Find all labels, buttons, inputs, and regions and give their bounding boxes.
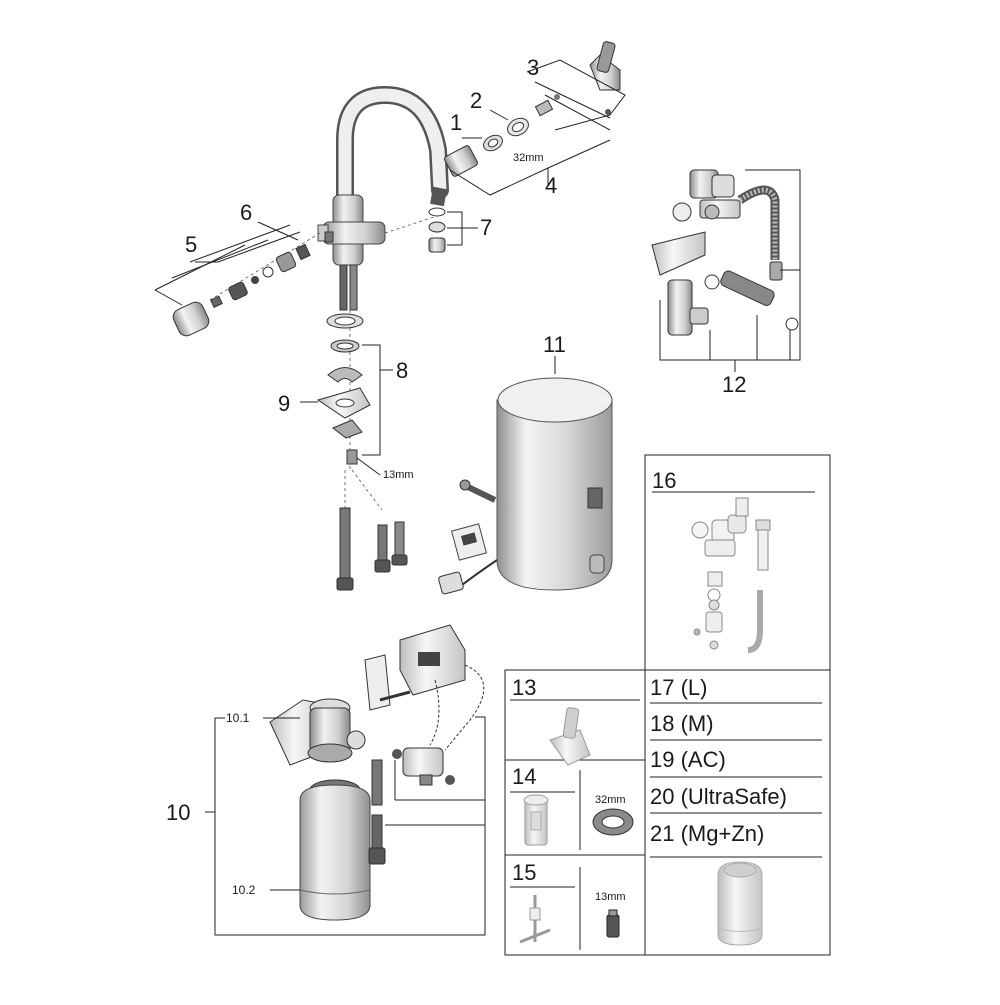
spare-variant-21: 21 (Mg+Zn) — [650, 821, 764, 846]
spare-item-14-dim: 32mm — [595, 794, 626, 806]
assembly-dash-lines — [209, 214, 441, 511]
mounting-parts — [316, 313, 371, 465]
dimension-13mm-main: 13mm — [383, 469, 414, 481]
leader-lines-12 — [659, 169, 801, 372]
spare-14-nut-icon — [592, 808, 634, 836]
filter-cartridge-icon — [269, 698, 455, 921]
safety-valve-icon — [651, 169, 799, 336]
spare-item-16: 16 — [652, 468, 676, 493]
callout-12: 12 — [722, 372, 746, 397]
spare-16-valve-group-icon — [691, 497, 771, 653]
callout-3: 3 — [527, 55, 539, 80]
callout-10-1: 10.1 — [226, 711, 250, 725]
group-10-bracket — [205, 716, 486, 936]
callout-1: 1 — [450, 110, 462, 135]
spare-item-15-dim: 13mm — [595, 891, 626, 903]
spare-item-13: 13 — [512, 675, 536, 700]
power-unit-icon — [364, 624, 485, 751]
callout-10-2: 10.2 — [232, 883, 256, 897]
callout-6: 6 — [240, 200, 252, 225]
spare-item-15: 15 — [512, 860, 536, 885]
spare-variant-20: 20 (UltraSafe) — [650, 784, 787, 809]
spare-parts-table — [504, 454, 831, 956]
leader-lines-8-9 — [300, 344, 393, 476]
spare-filter-cartridge-icon — [717, 861, 763, 946]
callout-8: 8 — [396, 358, 408, 383]
cartridge-parts — [444, 41, 621, 177]
callout-5: 5 — [185, 232, 197, 257]
spare-variant-18: 18 (M) — [650, 711, 714, 736]
spare-13-lever-icon — [549, 707, 591, 766]
handle-parts — [172, 231, 334, 337]
dimension-32mm-main: 32mm — [513, 152, 544, 164]
callout-2: 2 — [470, 88, 482, 113]
spare-15-key-icon — [519, 895, 551, 944]
leader-lines-5-6 — [154, 221, 301, 306]
callout-4: 4 — [545, 173, 557, 198]
leader-lines-7 — [447, 211, 478, 246]
callout-9: 9 — [278, 391, 290, 416]
spare-variant-17: 17 (L) — [650, 675, 707, 700]
spare-14-cartridge-icon — [523, 794, 549, 846]
callout-7: 7 — [480, 215, 492, 240]
leader-lines-1-4 — [449, 59, 626, 196]
seal-parts-7 — [428, 207, 446, 253]
callout-11: 11 — [543, 332, 566, 357]
supply-hoses — [336, 507, 408, 591]
callout-10: 10 — [166, 800, 190, 825]
boiler-icon — [438, 377, 613, 595]
spare-15-socket-icon — [606, 909, 620, 938]
faucet-icon — [317, 85, 449, 311]
spare-variant-19: 19 (AC) — [650, 747, 726, 772]
spare-item-14: 14 — [512, 764, 536, 789]
